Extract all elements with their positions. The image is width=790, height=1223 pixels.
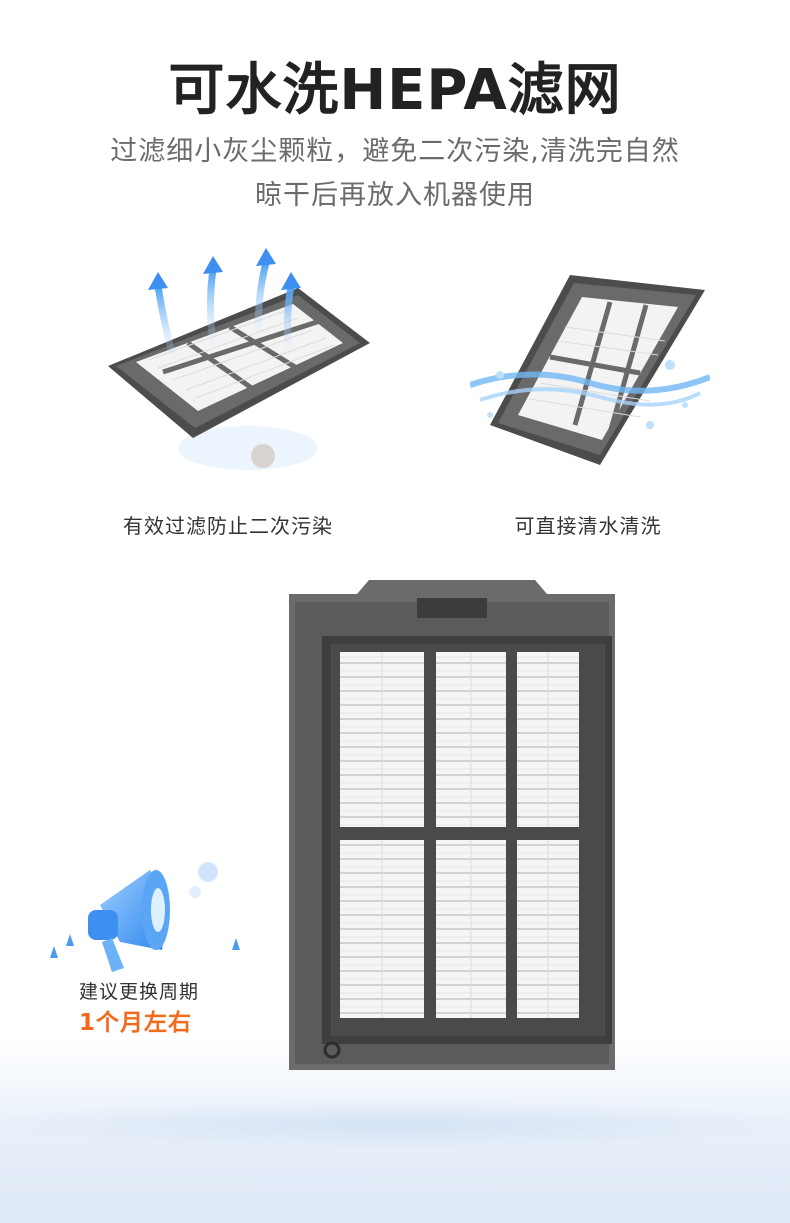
hepa-filter-image <box>289 580 615 1070</box>
subtitle-line-2: 晾干后再放入机器使用 <box>255 180 535 211</box>
feature-caption-filtering: 有效过滤防止二次污染 <box>123 514 333 538</box>
filter-airflow-illustration <box>108 248 370 470</box>
replacement-cycle-label: 建议更换周期 <box>79 981 200 1003</box>
floor-background <box>0 1040 790 1223</box>
megaphone-icon <box>50 862 240 972</box>
feature-caption-washable: 可直接清水清洗 <box>514 514 662 538</box>
filter-washing-illustration <box>470 275 710 465</box>
subtitle-line-1: 过滤细小灰尘颗粒，避免二次污染,清洗完自然 <box>110 136 680 167</box>
replacement-cycle-value: 1个月左右 <box>79 1010 193 1036</box>
page-subtitle: 过滤细小灰尘颗粒，避免二次污染,清洗完自然 晾干后再放入机器使用 <box>60 130 730 218</box>
page-title: 可水洗HEPA滤网 <box>168 58 622 123</box>
